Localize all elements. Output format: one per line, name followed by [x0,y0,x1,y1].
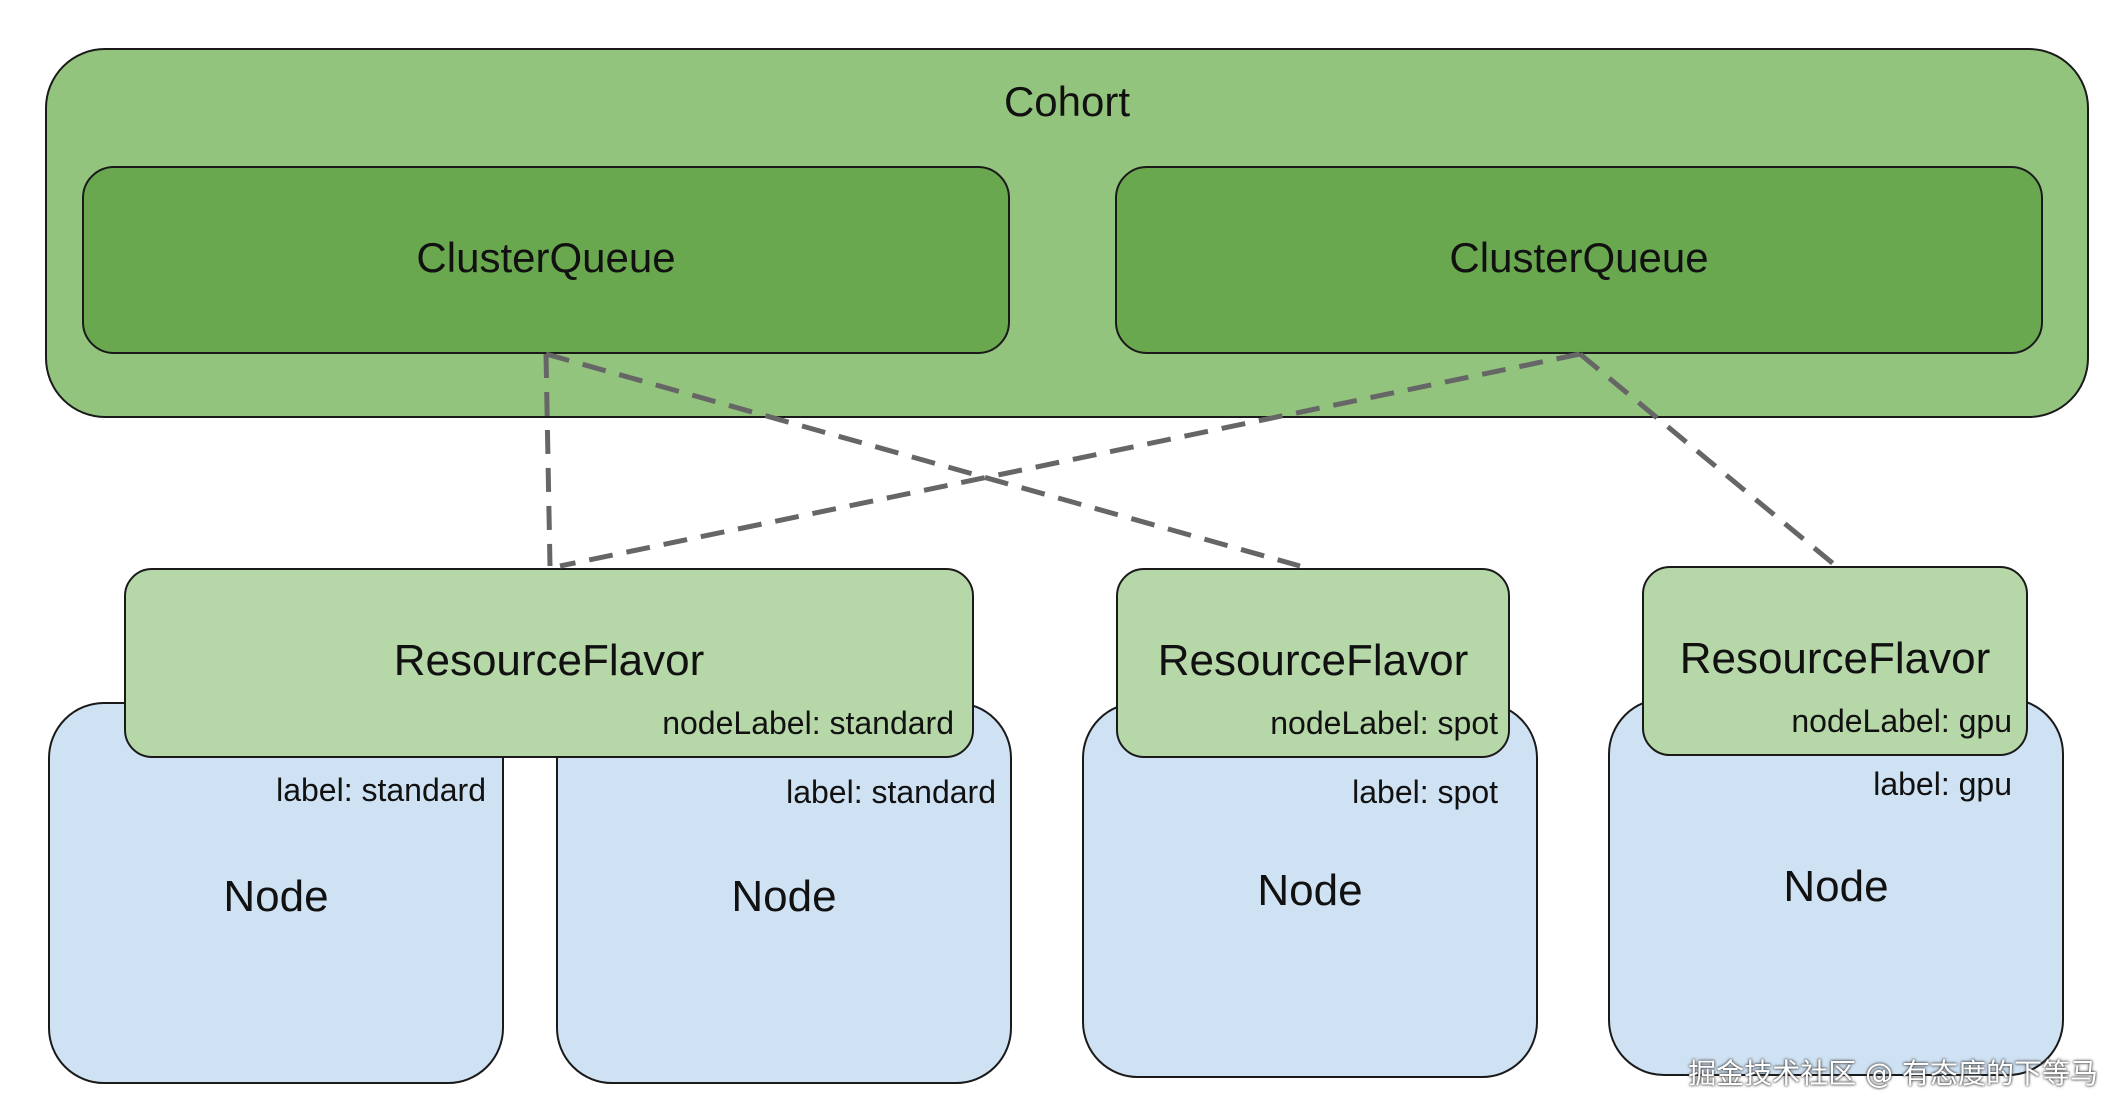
node-1-title: Node [223,872,329,921]
node-4-label: label: gpu [1873,766,2012,802]
resource-flavor-standard: ResourceFlavor nodeLabel: standard [124,568,974,758]
resource-flavor-standard-title: ResourceFlavor [393,636,705,685]
node-3: label: spot Node [1082,702,1538,1078]
node-4: label: gpu Node [1608,698,2064,1076]
cohort-title: Cohort [1003,78,1131,125]
resource-flavor-standard-nodelabel: nodeLabel: standard [662,705,954,741]
watermark-text: 掘金技术社区 @ 有态度的下等马 [1688,1057,2098,1090]
cluster-queue-2-title: ClusterQueue [1449,234,1709,281]
cluster-queue-2: ClusterQueue [1115,166,2043,354]
node-1: label: standard Node [48,702,504,1084]
node-4-title: Node [1783,862,1889,911]
resource-flavor-gpu-title: ResourceFlavor [1679,634,1991,683]
resource-flavor-gpu: ResourceFlavor nodeLabel: gpu [1642,566,2028,756]
node-2-title: Node [731,872,837,921]
node-3-title: Node [1257,866,1363,915]
node-3-label: label: spot [1352,774,1498,810]
node-1-label: label: standard [276,772,486,808]
node-2-label: label: standard [786,774,996,810]
resource-flavor-spot-nodelabel: nodeLabel: spot [1270,705,1498,741]
node-2: label: standard Node [556,702,1012,1084]
resource-flavor-spot-title: ResourceFlavor [1157,636,1469,685]
cluster-queue-1-title: ClusterQueue [416,234,676,281]
resource-flavor-gpu-nodelabel: nodeLabel: gpu [1791,703,2012,739]
resource-flavor-spot: ResourceFlavor nodeLabel: spot [1116,568,1510,758]
cluster-queue-1: ClusterQueue [82,166,1010,354]
